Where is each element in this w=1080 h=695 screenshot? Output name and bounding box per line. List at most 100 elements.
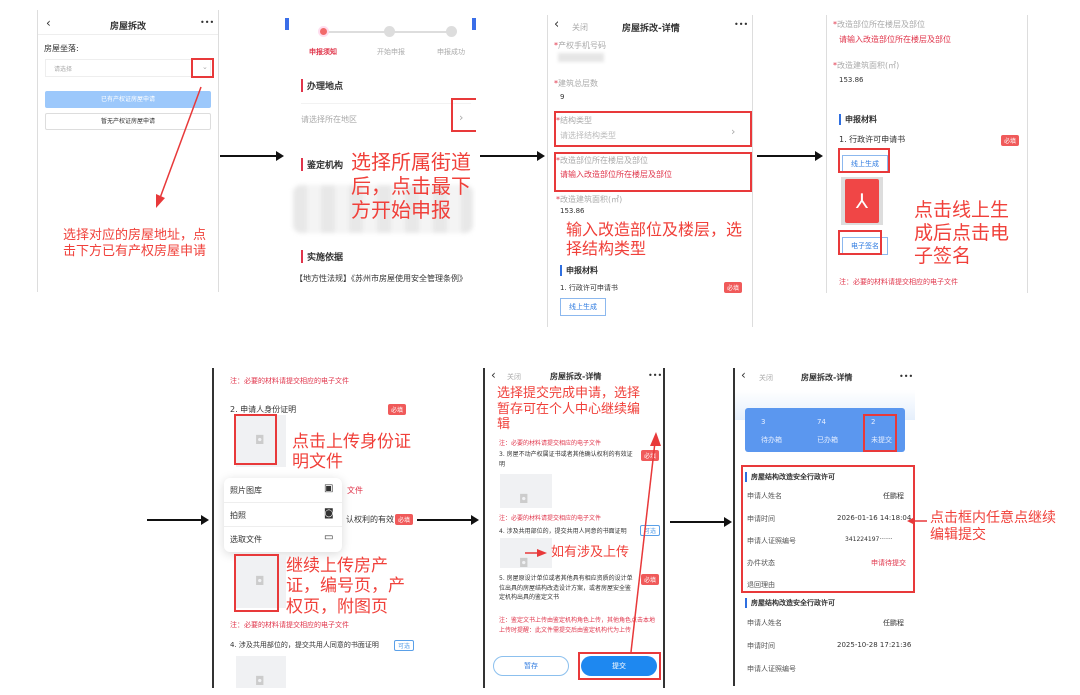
back-icon[interactable]: ‹ (46, 16, 51, 30)
field-label-area: *改造建筑面积(㎡) (833, 61, 900, 70)
edge-tab (472, 18, 476, 30)
menu-item-choose-file[interactable]: 选取文件▭ (224, 526, 342, 550)
divider (38, 34, 218, 35)
highlight-box (554, 152, 752, 192)
generate-online-button[interactable]: 线上生成 (560, 298, 606, 316)
highlight-box (191, 58, 214, 78)
field-label-area: *改造建筑面积(㎡) (556, 195, 623, 204)
material-item: 4. 涉及共用部位的，提交共用人同意的书面证明 (499, 528, 627, 535)
required-badge: 必填 (641, 574, 660, 585)
blurred-content (293, 185, 473, 233)
section-location: 办理地点 (301, 79, 343, 92)
photos-icon: ▣ (324, 483, 334, 494)
upload-id-photo[interactable] (236, 415, 286, 467)
structure-select[interactable]: 请选择结构类型 (560, 131, 616, 140)
material-item: 5. 房屋原设计单位或者其他具有相应资质的设计单位出具的房屋结构改造设计方案，或… (499, 575, 633, 602)
screen-4: *改造部位所在楼层及部位 请输入改造部位所在楼层及部位 *改造建筑面积(㎡) 1… (826, 15, 1028, 293)
pointer-arrow (156, 86, 202, 208)
has-certificate-button[interactable]: 已有产权证房屋申请 (45, 91, 211, 108)
pointer-arrow (907, 517, 927, 525)
blurred-phone (558, 53, 604, 62)
screen-1: ‹ 房屋拆改 ••• 房屋坐落: 请选择⌄ 已有产权证房屋申请 暂无产权证房屋申… (37, 10, 219, 292)
more-icon[interactable]: ••• (899, 372, 914, 381)
obscured-text: 文件 (347, 486, 363, 495)
back-icon[interactable]: ‹ (554, 17, 560, 32)
section-materials: 申报材料 (839, 114, 877, 125)
footnote: 注：必要的材料请提交相应的电子文件 (839, 278, 958, 286)
field-label-location: *改造部位所在楼层及部位 (833, 20, 925, 29)
location-label: 房屋坐落: (44, 44, 79, 53)
edge-tab (285, 18, 289, 30)
step-label-notice: 申报须知 (309, 48, 337, 56)
material-item: 4. 涉及共用部位的，提交共用人同意的书面证明 (230, 641, 379, 649)
no-certificate-button[interactable]: 暂无产权证房屋申请 (45, 113, 211, 130)
highlight-box (234, 414, 277, 465)
screen-3: ‹ 关闭 房屋拆改-详情 ••• *产权手机号码 *建筑总层数 9 *结构类型 … (547, 15, 753, 327)
highlight-box (838, 230, 882, 255)
next-arrow (220, 151, 284, 161)
back-icon[interactable]: ‹ (741, 368, 746, 382)
folder-icon: ▭ (324, 532, 334, 543)
highlight-box (451, 98, 476, 132)
highlight-box (741, 465, 915, 593)
material-item: 2. 申请人身份证明 (230, 405, 297, 414)
page-title: 房屋拆改-详情 (801, 373, 853, 382)
next-arrow (757, 151, 823, 161)
footnote: 注：鉴定文书上传由鉴定机构角色上传，其他角色点击本地上传时提醒：此文件需提交后由… (499, 617, 656, 634)
area-value: 153.86 (839, 76, 864, 84)
highlight-box (863, 414, 897, 452)
instruction-note: 输入改造部位及楼层，选择结构类型 (566, 220, 743, 259)
step-dot (446, 26, 457, 37)
instruction-note: 点击线上生成后点击电子签名 (914, 199, 1010, 267)
field-label-floors: *建筑总层数 (554, 79, 598, 88)
material-item: 3. 房屋不动产权属证书或者其他确认权利的有效证明 (499, 451, 633, 468)
close-link[interactable]: 关闭 (759, 374, 773, 382)
location-input[interactable]: 请输入改造部位所在楼层及部位 (560, 170, 672, 179)
upload-shared-photo[interactable] (236, 656, 286, 688)
instruction-note: 点击上传身份证明文件 (292, 432, 411, 473)
required-badge: 必填 (395, 514, 414, 525)
menu-item-camera[interactable]: 拍照◙ (224, 502, 342, 526)
field-label-phone: *产权手机号码 (554, 41, 606, 50)
instruction-note: 点击框内任意点继续编辑提交 (930, 510, 1056, 543)
menu-item-photo-library[interactable]: 照片图库▣ (230, 483, 334, 495)
location-select[interactable]: 请选择⌄ (45, 59, 211, 77)
upload-property-photo[interactable] (500, 474, 552, 508)
more-icon[interactable]: ••• (648, 371, 663, 380)
upload-menu: 照片图库▣ 拍照◙ 选取文件▭ (224, 478, 342, 552)
next-arrow (147, 515, 209, 525)
footnote: 注：必要的材料请提交相应的电子文件 (499, 515, 602, 522)
required-badge: 必填 (724, 282, 743, 293)
page-title: 房屋拆改 (110, 22, 147, 32)
material-item: 1. 行政许可申请书 (560, 284, 618, 292)
step-dot-active (318, 26, 329, 37)
close-link[interactable]: 关闭 (507, 373, 521, 381)
screen-6: ‹ 关闭 房屋拆改-详情 ••• 选择提交完成申请，选择暂存可在个人中心继续编辑… (483, 368, 665, 688)
pointer-arrow (525, 432, 661, 653)
more-icon[interactable]: ••• (200, 18, 215, 27)
step-label-start: 开始申报 (377, 48, 405, 56)
close-link[interactable]: 关闭 (572, 23, 588, 32)
instruction-note: 选择所属街道后，点击最下方开始申报 (351, 150, 471, 222)
floors-value: 9 (560, 93, 565, 101)
instruction-note: 选择提交完成申请，选择暂存可在个人中心继续编辑 (497, 386, 641, 433)
highlight-box (234, 554, 279, 612)
step-dot (384, 26, 395, 37)
location-input[interactable]: 请输入改造部位所在楼层及部位 (839, 35, 951, 44)
more-icon[interactable]: ••• (734, 20, 749, 29)
region-select[interactable]: 请选择所在地区› (301, 103, 471, 133)
footnote: 注：必要的材料请提交相应的电子文件 (230, 621, 349, 629)
required-badge: 必填 (641, 450, 660, 461)
back-icon[interactable]: ‹ (491, 368, 496, 382)
submit-button[interactable]: 提交 (581, 656, 657, 676)
save-draft-button[interactable]: 暂存 (493, 656, 569, 676)
page-title: 房屋拆改-详情 (622, 24, 680, 34)
camera-icon: ◙ (324, 508, 334, 519)
required-badge: 必填 (1001, 135, 1020, 146)
